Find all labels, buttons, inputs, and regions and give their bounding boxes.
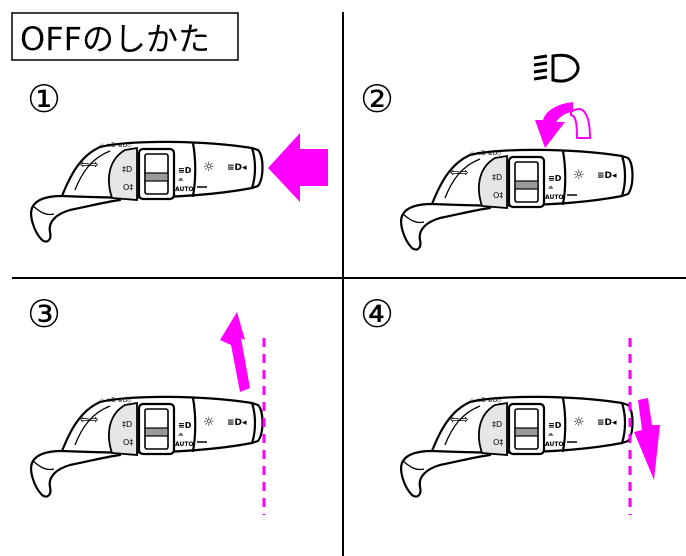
step-1-panel: ① AUTO — [27, 77, 328, 243]
step-3-panel: ③ AUTO — [27, 292, 266, 515]
step-2-panel: ② AUTO — [360, 53, 634, 251]
pull-arrow-icon — [220, 312, 250, 392]
rotate-arrow-icon — [535, 102, 592, 148]
step-number: ② — [360, 77, 394, 121]
auto-label: AUTO — [545, 441, 564, 448]
step-number: ④ — [360, 292, 394, 336]
light-switch-stalk — [30, 140, 264, 243]
step-number: ① — [27, 77, 61, 121]
auto-label: AUTO — [175, 441, 194, 448]
high-beam-icon — [533, 53, 580, 83]
title-box: OFFのしかた — [11, 12, 239, 61]
light-switch-stalk — [400, 395, 634, 498]
auto-label: AUTO — [545, 194, 564, 201]
auto-label: AUTO — [175, 186, 194, 193]
release-arrow-icon — [634, 398, 660, 480]
step-number: ③ — [27, 292, 61, 336]
light-switch-stalk — [400, 148, 634, 251]
light-switch-stalk — [30, 395, 264, 498]
push-arrow-icon — [268, 133, 328, 202]
step-4-panel: ④ AUTO — [360, 292, 660, 515]
page-title: OFFのしかた — [20, 20, 210, 58]
